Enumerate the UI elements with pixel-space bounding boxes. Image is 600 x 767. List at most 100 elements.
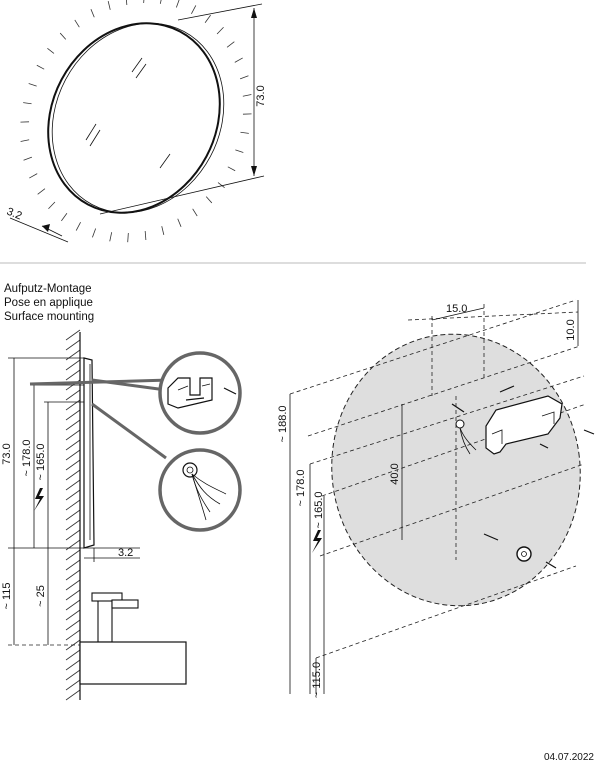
light-ray: [36, 64, 45, 70]
light-ray: [23, 102, 32, 105]
light-ray: [48, 201, 56, 209]
light-ray: [37, 188, 46, 195]
cable-detail: [158, 448, 242, 532]
hatch-stroke: [65, 359, 81, 371]
hatch-stroke: [65, 619, 81, 631]
lower-holder-center: [521, 551, 527, 557]
glare-line: [159, 153, 171, 169]
side-basin-offset-label: ~ 25: [35, 585, 47, 607]
hatch-stroke: [65, 439, 81, 451]
cable: [459, 427, 471, 455]
hatch-stroke: [65, 499, 81, 511]
title-english: Surface mounting: [4, 311, 95, 323]
light-ray: [191, 5, 197, 14]
arrow-head: [251, 166, 257, 176]
hatch-stroke: [65, 399, 81, 411]
glare-line: [131, 57, 143, 73]
hatch-stroke: [65, 329, 81, 341]
hatch-stroke: [65, 609, 81, 621]
light-ray: [74, 19, 80, 28]
mirror-disc: [51, 22, 225, 214]
guide-line: [319, 463, 585, 557]
hatch-stroke: [65, 589, 81, 601]
hatch-stroke: [65, 569, 81, 581]
guide-line: [407, 311, 579, 321]
wall-plugs: [451, 385, 595, 569]
light-ray: [177, 218, 182, 227]
mirror-front-rim: [47, 22, 221, 214]
light-ray: [126, 0, 128, 6]
cable-outlet: [455, 419, 465, 429]
cable: [459, 427, 477, 451]
drawing-date: 04.07.2022: [543, 752, 594, 763]
light-ray: [107, 1, 111, 10]
hatch-stroke: [65, 679, 81, 691]
light-ray: [61, 213, 68, 222]
wall-bracket: [485, 395, 563, 455]
guide-line: [309, 375, 585, 465]
side-overall-height-label: 73.0: [1, 443, 13, 464]
light-ray: [143, 0, 145, 4]
side-view: 73.0 ~ 178.0 ~ 165.0 ~ 115 ~ 25 3.2: [1, 329, 242, 701]
light-ray: [92, 228, 97, 238]
side-floor-offset-label: ~ 115: [1, 582, 13, 609]
light-ray: [217, 182, 225, 188]
arrow-head: [251, 8, 257, 18]
light-ray: [204, 14, 211, 23]
side-connection-height-label: ~ 178.0: [21, 439, 33, 476]
wall-hatching: [65, 329, 81, 701]
wash-basin: [79, 641, 187, 685]
light-ray: [240, 131, 249, 134]
faucet: [91, 592, 139, 643]
dim-line-spacing: [431, 307, 485, 321]
guide-line: [315, 565, 577, 659]
bracket-detail: [158, 351, 242, 435]
hatch-stroke: [65, 389, 81, 401]
front-top-offset-label: 10.0: [565, 319, 577, 340]
glare-line: [85, 123, 97, 141]
light-ray: [59, 32, 67, 40]
hatch-stroke: [65, 629, 81, 641]
hatch-stroke: [65, 669, 81, 681]
front-connection-height-label: ~ 178.0: [295, 469, 307, 506]
hatch-stroke: [65, 659, 81, 671]
light-ray: [175, 0, 180, 8]
depth-extension: [9, 217, 69, 243]
light-ray: [90, 9, 95, 18]
hatch-stroke: [65, 339, 81, 351]
electrical-connection-icon: [312, 530, 322, 553]
hatch-stroke: [65, 369, 81, 381]
light-ray: [235, 149, 244, 153]
guide-line: [307, 345, 581, 437]
hatch-stroke: [65, 689, 81, 701]
front-view: 15.0 10.0 ~ 188.0 ~ 178.0 ~ 165.0 40.0 ~…: [277, 299, 595, 698]
light-rays: [20, 0, 252, 243]
top-height-label: 73.0: [255, 85, 267, 106]
front-mirror-top-label: ~ 188.0: [277, 405, 289, 442]
hatch-stroke: [65, 449, 81, 461]
side-depth-label: 3.2: [118, 547, 133, 559]
hatch-stroke: [65, 349, 81, 361]
mirror-perspective-view: 73.0 3.2: [5, 0, 267, 243]
hatch-stroke: [65, 559, 81, 571]
extension-line: [177, 3, 263, 21]
front-spacing-label: 15.0: [446, 303, 467, 315]
electrical-connection-icon: [34, 488, 44, 511]
light-ray: [23, 156, 33, 161]
title-french: Pose en applique: [4, 297, 93, 309]
hatch-stroke: [65, 529, 81, 541]
light-ray: [239, 75, 249, 80]
light-ray: [227, 166, 236, 172]
hatch-stroke: [65, 539, 81, 551]
top-depth-label: 3.2: [5, 206, 24, 223]
light-ray: [161, 226, 165, 235]
light-ray: [47, 48, 55, 54]
hatch-stroke: [65, 479, 81, 491]
light-ray: [226, 41, 235, 48]
mirror-profile: [83, 357, 95, 549]
front-mirror-bottom-label: ~ 115.0: [311, 662, 323, 698]
light-ray: [75, 222, 81, 231]
light-ray: [159, 0, 162, 4]
screw: [223, 387, 237, 395]
